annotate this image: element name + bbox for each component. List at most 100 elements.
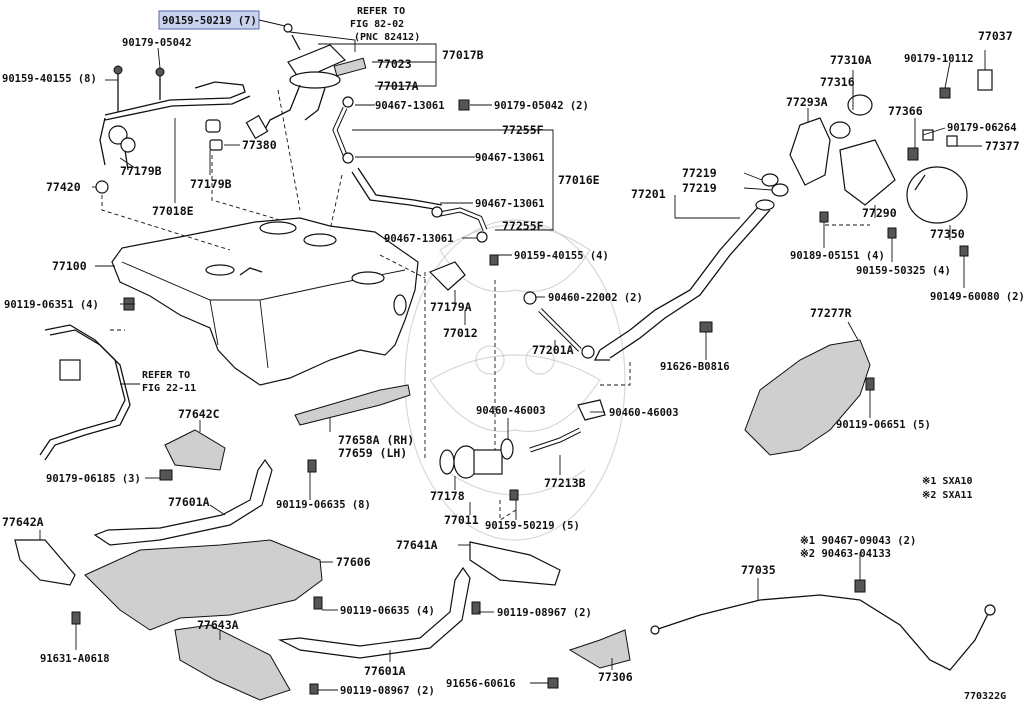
underbody-protectors[interactable] — [14, 539, 561, 701]
part-label[interactable]: 77023 — [377, 57, 412, 71]
watermark-emblem — [404, 219, 626, 541]
part-label[interactable]: 77316 — [820, 75, 855, 89]
part-label[interactable]: 77643A — [197, 618, 239, 632]
diagram-id: 770322G — [964, 691, 1006, 702]
part-label[interactable]: 90460-22002 (2) — [548, 292, 643, 304]
part-label[interactable]: 77018E — [152, 204, 194, 218]
part-label[interactable]: 77219 — [682, 166, 717, 180]
part-label[interactable]: 77642A — [2, 515, 44, 529]
refer-note-line: (PNC 82412) — [354, 32, 420, 43]
part-label[interactable]: 77606 — [336, 555, 371, 569]
part-label[interactable]: 77601A — [168, 495, 210, 509]
part-label[interactable]: 77178 — [430, 489, 465, 503]
part-label[interactable]: 77277R — [810, 306, 852, 320]
fuel-line-assembly-left[interactable] — [95, 65, 251, 194]
part-label[interactable]: 77601A — [364, 664, 406, 678]
fuel-pump-assembly[interactable] — [245, 23, 367, 140]
part-label[interactable]: 77012 — [443, 326, 478, 340]
fuel-inlet-assembly[interactable] — [428, 254, 606, 501]
part-label[interactable]: 91656-60616 — [446, 678, 516, 690]
refer-note-line: FIG 82-02 — [350, 19, 404, 30]
legend-item: ※2 SXA11 — [922, 490, 973, 501]
part-label[interactable]: 77658A (RH) — [338, 433, 414, 447]
part-label[interactable]: 90159-50219 (5) — [485, 520, 580, 532]
filler-cap-assembly[interactable] — [761, 69, 993, 257]
part-label[interactable]: 90467-13061 — [375, 100, 445, 112]
refer-note-line: REFER TO — [142, 370, 190, 381]
part-label[interactable]: ※1 90467-09043 (2) — [800, 535, 916, 547]
leader-lines — [39, 19, 986, 691]
part-label[interactable]: 90159-40155 (4) — [514, 250, 609, 262]
part-label[interactable]: 77100 — [52, 259, 87, 273]
part-label[interactable]: 77420 — [46, 180, 81, 194]
part-label[interactable]: 77037 — [978, 29, 1013, 43]
filler-pipe[interactable] — [523, 199, 775, 361]
part-label[interactable]: 90460-46003 — [609, 407, 679, 419]
part-label[interactable]: 77255F — [502, 123, 544, 137]
fuel-tank[interactable] — [111, 217, 419, 386]
part-label[interactable]: 77201 — [631, 187, 666, 201]
part-label[interactable]: 77659 (LH) — [338, 446, 407, 460]
part-label[interactable]: 77642C — [178, 407, 220, 421]
dashed-reference-lines — [101, 89, 870, 521]
part-label[interactable]: 90119-06651 (5) — [836, 419, 931, 431]
part-label[interactable]: 90119-08967 (2) — [340, 685, 435, 697]
part-label[interactable]: 90467-13061 — [475, 198, 545, 210]
part-label[interactable]: 77016E — [558, 173, 600, 187]
part-label[interactable]: 77310A — [830, 53, 872, 67]
refer-note-left[interactable]: REFER TO FIG 22-11 — [120, 370, 196, 394]
part-label[interactable]: 90119-06351 (4) — [4, 299, 99, 311]
part-label[interactable]: 90179-05042 (2) — [494, 100, 589, 112]
vent-hose-assembly[interactable] — [332, 96, 488, 243]
part-label[interactable]: 77380 — [242, 138, 277, 152]
refer-note-top[interactable]: REFER TO FIG 82-02 (PNC 82412) — [350, 6, 420, 43]
part-label[interactable]: 90149-60080 (2) — [930, 291, 1024, 303]
part-label[interactable]: 77306 — [598, 670, 633, 684]
part-label[interactable]: 91626-B0816 — [660, 361, 730, 373]
part-label[interactable]: 90467-13061 — [475, 152, 545, 164]
part-label[interactable]: 90467-13061 — [384, 233, 454, 245]
part-label[interactable]: 77366 — [888, 104, 923, 118]
part-label[interactable]: 90119-06635 (4) — [340, 605, 435, 617]
part-label[interactable]: 77179B — [190, 177, 232, 191]
part-label[interactable]: 77017B — [442, 48, 484, 62]
part-labels: 90159-50219 (7) 77017B 77023 77017A 9017… — [2, 15, 1024, 697]
part-label[interactable]: ※2 90463-04133 — [800, 548, 891, 560]
part-label[interactable]: 90159-40155 (8) — [2, 73, 97, 85]
part-label[interactable]: 91631-A0618 — [40, 653, 110, 665]
part-label[interactable]: 77641A — [396, 538, 438, 552]
part-label[interactable]: 90179-05042 — [122, 37, 192, 49]
fuel-lid-opener-cable[interactable] — [547, 579, 996, 689]
part-label[interactable]: 77011 — [444, 513, 479, 527]
part-label[interactable]: 77350 — [930, 227, 965, 241]
part-label[interactable]: 77377 — [985, 139, 1020, 153]
part-label[interactable]: 90119-06635 (8) — [276, 499, 371, 511]
part-label[interactable]: 90119-08967 (2) — [497, 607, 592, 619]
refer-note-line: REFER TO — [357, 6, 405, 17]
fuel-tank-protector[interactable] — [744, 339, 875, 456]
part-label[interactable]: 77017A — [377, 79, 419, 93]
part-label[interactable]: 90189-05151 (4) — [790, 250, 885, 262]
part-label[interactable]: 77290 — [862, 206, 897, 220]
tank-straps[interactable] — [93, 458, 471, 659]
part-label[interactable]: 90179-06185 (3) — [46, 473, 141, 485]
part-label[interactable]: 90460-46003 — [476, 405, 546, 417]
part-label[interactable]: 77179B — [120, 164, 162, 178]
part-label[interactable]: 77255F — [502, 219, 544, 233]
legend-item: ※1 SXA10 — [922, 476, 973, 487]
part-label[interactable]: 77179A — [430, 300, 472, 314]
part-label[interactable]: 77293A — [786, 95, 828, 109]
part-label[interactable]: 90159-50219 (7) — [162, 15, 257, 27]
model-legend: ※1 SXA10 ※2 SXA11 — [922, 476, 973, 501]
part-label[interactable]: 77219 — [682, 181, 717, 195]
part-label[interactable]: 90179-10112 — [904, 53, 974, 65]
part-label[interactable]: 77213B — [544, 476, 586, 490]
part-label[interactable]: 77035 — [741, 563, 776, 577]
sender-harness[interactable] — [39, 324, 131, 461]
part-label[interactable]: 90159-50325 (4) — [856, 265, 951, 277]
refer-note-line: FIG 22-11 — [142, 383, 196, 394]
part-label[interactable]: 90179-06264 — [947, 122, 1017, 134]
part-label[interactable]: 77201A — [532, 343, 574, 357]
